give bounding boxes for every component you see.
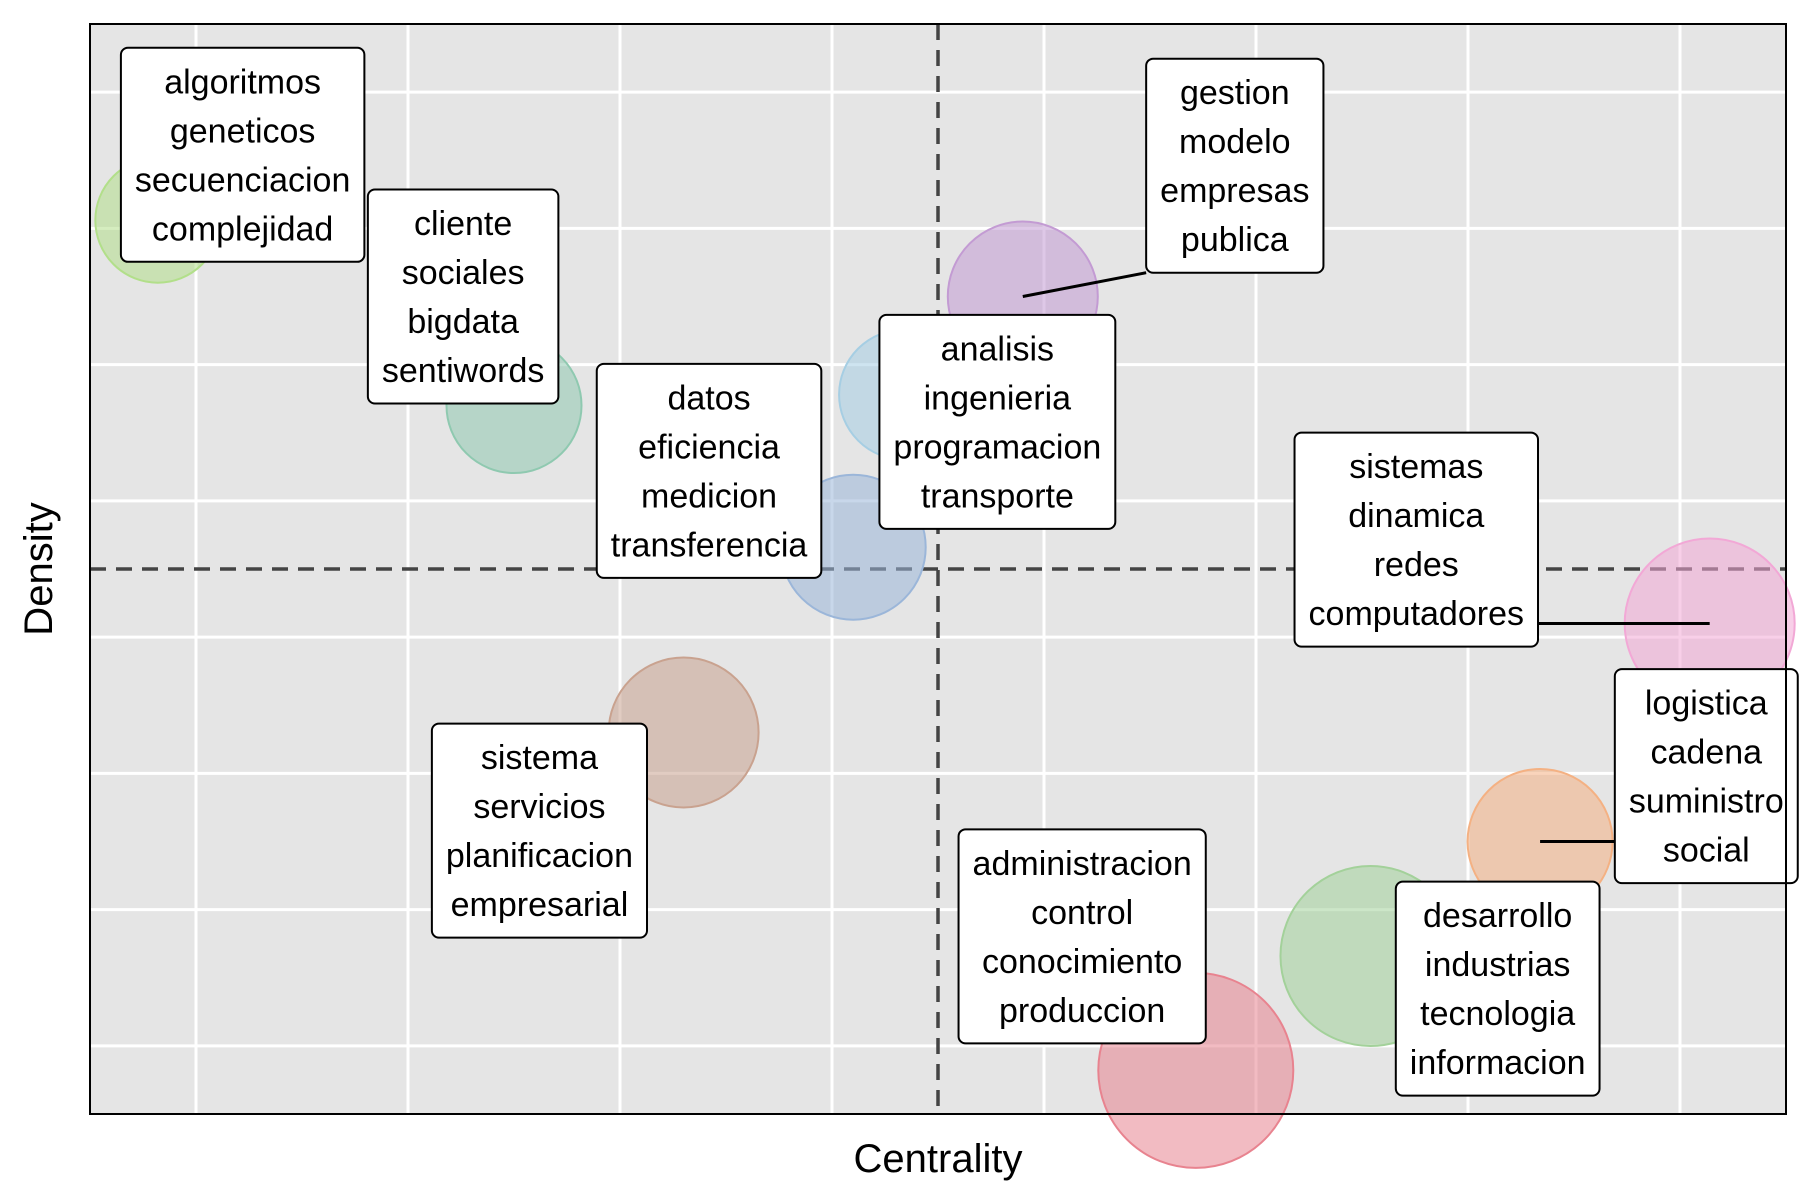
cluster-word: administracion: [973, 845, 1192, 883]
cluster-word: datos: [667, 379, 750, 417]
cluster-word: eficiencia: [638, 428, 780, 466]
cluster-word: planificacion: [446, 837, 633, 875]
cluster-word: analisis: [941, 330, 1054, 368]
cluster-label-box: [366, 188, 560, 405]
x-axis-title: Centrality: [854, 1137, 1023, 1181]
cluster-word: cadena: [1651, 734, 1763, 772]
cluster-word: tecnologia: [1420, 995, 1575, 1033]
cluster-word: modelo: [1179, 123, 1291, 161]
cluster-word: control: [1031, 894, 1133, 932]
cluster-label-datos: datos eficiencia medicion transferencia: [595, 362, 823, 579]
cluster-labels: algoritmos geneticos secuenciacion compleji…: [119, 46, 1799, 1097]
leader-line: [1022, 271, 1147, 298]
y-axis-title: Density: [17, 502, 61, 635]
cluster-word: redes: [1374, 546, 1459, 584]
cluster-word: sistema: [481, 739, 598, 777]
cluster-label-administracion: administracion control conocimiento producc…: [957, 828, 1207, 1045]
cluster-label-sistema: sistema servicios planificacion empresarial: [430, 722, 649, 939]
cluster-word: gestion: [1180, 74, 1290, 112]
cluster-word: ingenieria: [924, 379, 1072, 417]
cluster-word: conocimiento: [982, 943, 1182, 981]
cluster-word: medicion: [641, 477, 777, 515]
cluster-label-box: [957, 828, 1207, 1045]
cluster-word: algoritmos: [164, 63, 321, 101]
cluster-label-box: [1145, 57, 1325, 274]
cluster-word: sistemas: [1349, 448, 1483, 486]
cluster-word: programacion: [893, 428, 1101, 466]
cluster-word: social: [1663, 832, 1750, 870]
cluster-label-box: [878, 313, 1117, 530]
leader-lines: [1022, 271, 1710, 843]
cluster-label-box: [430, 722, 649, 939]
cluster-word: sociales: [402, 254, 525, 292]
cluster-word: cliente: [414, 205, 512, 243]
cluster-label-analisis: analisis ingenieria programacion transporte: [878, 313, 1117, 530]
cluster-label-desarrollo: desarrollo industrias tecnologia informacio…: [1394, 880, 1601, 1097]
cluster-label-logistica: logistica cadena suministro social: [1613, 668, 1799, 885]
cluster-word: transporte: [921, 477, 1074, 515]
cluster-word: empresarial: [451, 886, 629, 924]
cluster-word: industrias: [1425, 946, 1571, 984]
cluster-label-box: [1613, 668, 1799, 885]
plot-border: [89, 23, 1787, 1115]
cluster-word: informacion: [1410, 1044, 1586, 1082]
cluster-word: dinamica: [1348, 497, 1484, 535]
cluster-label-sistemas: sistemas dinamica redes computadores: [1293, 431, 1540, 648]
cluster-word: sentiwords: [382, 352, 545, 390]
cluster-word: secuenciacion: [135, 161, 350, 199]
cluster-label-cliente: cliente sociales bigdata sentiwords: [366, 188, 560, 405]
cluster-word: suministro: [1629, 783, 1784, 821]
cluster-label-box: [1394, 880, 1601, 1097]
cluster-label-gestion: gestion modelo empresas publica: [1145, 57, 1325, 274]
cluster-label-box: [119, 46, 366, 263]
cluster-word: computadores: [1309, 595, 1524, 633]
cluster-word: servicios: [473, 788, 605, 826]
cluster-label-algoritmos: algoritmos geneticos secuenciacion compleji…: [119, 46, 366, 263]
cluster-word: publica: [1181, 221, 1289, 259]
cluster-word: desarrollo: [1423, 897, 1572, 935]
cluster-word: geneticos: [170, 112, 316, 150]
cluster-word: empresas: [1160, 172, 1309, 210]
cluster-word: logistica: [1645, 685, 1768, 723]
cluster-label-box: [1293, 431, 1540, 648]
cluster-word: transferencia: [611, 526, 808, 564]
cluster-word: bigdata: [407, 303, 519, 341]
cluster-word: complejidad: [152, 210, 333, 248]
cluster-label-box: [595, 362, 823, 579]
cluster-word: produccion: [999, 992, 1165, 1030]
